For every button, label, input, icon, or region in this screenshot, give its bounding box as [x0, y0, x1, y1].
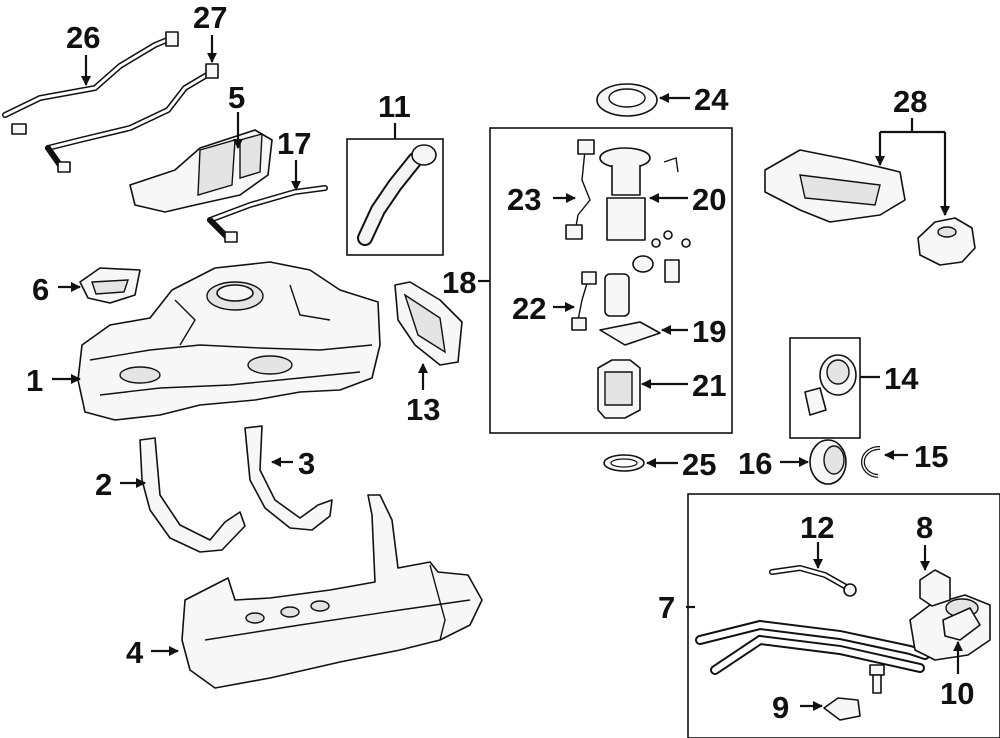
filler-pipe-box	[687, 493, 1000, 738]
callout-26: 26	[66, 20, 100, 55]
connector-22	[571, 271, 597, 331]
clamp-9	[823, 664, 885, 721]
filler-hose-11	[357, 144, 437, 246]
callout-18: 18	[442, 265, 476, 300]
fuel-line-26	[2, 31, 179, 135]
part-14-box	[789, 337, 861, 439]
callouts: 1 2 3 4 5 6 7 8 9 10 11 12 13 14 15 16 1…	[26, 0, 974, 725]
vent-tube-12	[769, 565, 857, 597]
callout-14: 14	[884, 361, 919, 396]
callout-17: 17	[277, 126, 311, 161]
callout-6: 6	[32, 272, 49, 307]
fuel-line-27	[45, 63, 219, 173]
callout-24: 24	[694, 82, 729, 117]
skid-plate-4	[181, 494, 483, 689]
grommet-16	[809, 439, 847, 485]
cover-28	[764, 149, 976, 266]
leader-lines	[52, 35, 963, 711]
callout-25: 25	[682, 447, 716, 482]
bracket-10	[942, 607, 981, 641]
clip-15	[861, 445, 881, 478]
callout-22: 22	[512, 291, 546, 326]
protector-13	[394, 281, 463, 366]
pump-module-20	[599, 147, 691, 248]
bracket-5	[129, 129, 273, 213]
lock-ring-24	[596, 83, 658, 117]
callout-16: 16	[738, 446, 772, 481]
holder-8	[919, 569, 951, 607]
cap-14	[804, 354, 857, 416]
fuel-tank-1	[77, 261, 381, 421]
callout-12: 12	[800, 510, 834, 545]
callout-4: 4	[126, 635, 144, 670]
strap-3	[244, 425, 333, 531]
callout-13: 13	[406, 392, 440, 427]
callout-19: 19	[692, 314, 726, 349]
callout-2: 2	[95, 467, 112, 502]
callout-3: 3	[298, 446, 315, 481]
callout-20: 20	[692, 182, 726, 217]
strap-2	[139, 437, 246, 553]
harness-23	[565, 139, 595, 240]
callout-5: 5	[228, 80, 245, 115]
callout-7: 7	[658, 590, 675, 625]
filter-seat-19	[599, 321, 661, 346]
filter-21	[597, 359, 641, 419]
callout-11: 11	[378, 89, 411, 124]
callout-28: 28	[893, 84, 927, 119]
callout-9: 9	[772, 690, 789, 725]
pump-internals	[604, 255, 680, 317]
callout-8: 8	[916, 510, 933, 545]
vent-hose-17	[207, 185, 328, 243]
callout-21: 21	[692, 368, 726, 403]
gasket-25	[603, 454, 645, 472]
callout-27: 27	[193, 0, 227, 35]
callout-23: 23	[507, 182, 541, 217]
pad-6	[79, 267, 141, 304]
callout-10: 10	[940, 676, 974, 711]
callout-1: 1	[26, 363, 43, 398]
callout-15: 15	[914, 439, 948, 474]
